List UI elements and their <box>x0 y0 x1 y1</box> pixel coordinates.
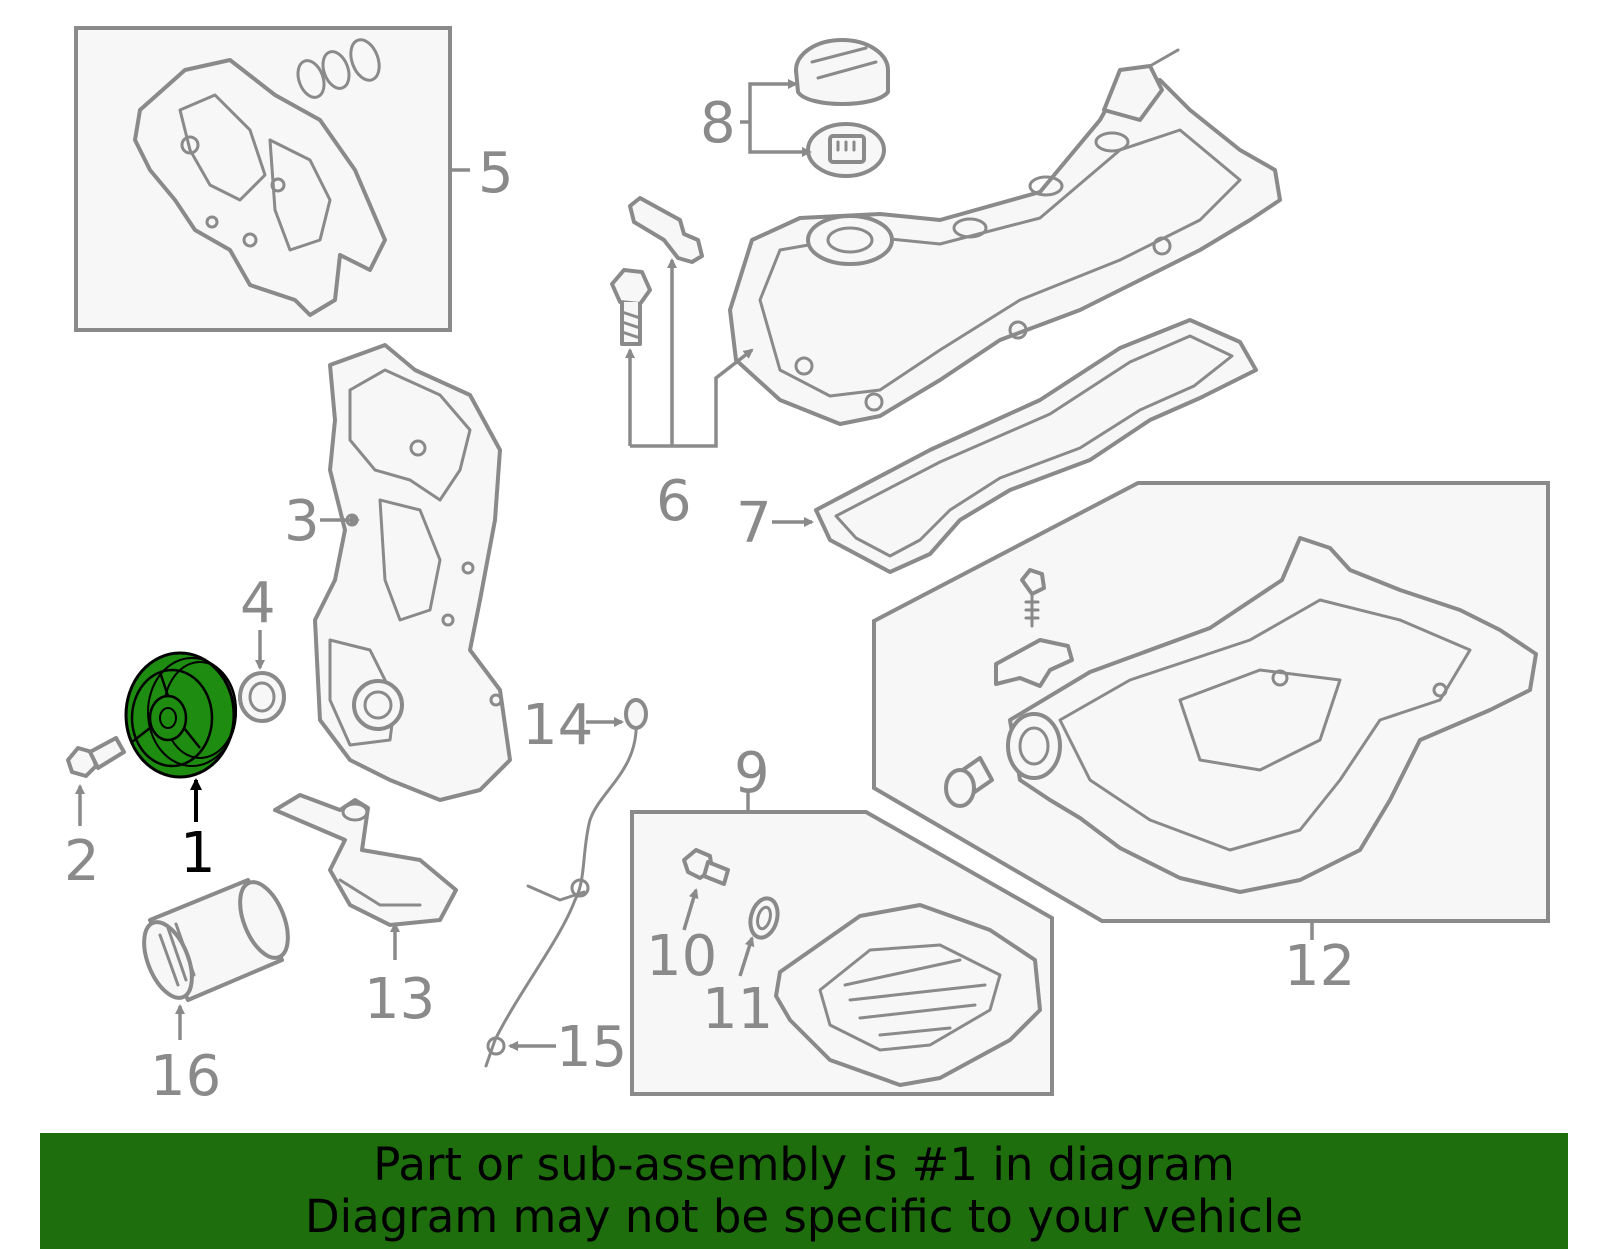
callout-16: 16 <box>150 1044 221 1109</box>
banner-line-2: Diagram may not be specific to your vehi… <box>305 1190 1303 1243</box>
callout-11: 11 <box>702 977 773 1042</box>
callout-7: 7 <box>736 491 772 556</box>
part-11-washer[interactable] <box>746 895 781 940</box>
callout-6: 6 <box>656 469 692 534</box>
part-6-valve-cover[interactable] <box>728 48 1282 426</box>
callout-1: 1 <box>180 821 216 886</box>
part-2-bolt[interactable] <box>66 736 126 778</box>
part-14-dipstick-cap[interactable] <box>624 698 648 730</box>
banner-line-1: Part or sub-assembly is #1 in diagram <box>373 1138 1235 1191</box>
part-8-filler-cap[interactable] <box>794 38 890 178</box>
part-6-bolt-a[interactable] <box>610 268 652 346</box>
part-15-dipstick-tube[interactable] <box>484 716 638 1068</box>
part-16-oil-filter[interactable] <box>134 875 297 1004</box>
part-13-oil-strainer[interactable] <box>273 793 458 927</box>
part-12-box[interactable] <box>872 481 1550 923</box>
part-5-box[interactable] <box>74 26 452 332</box>
part-6-bolt-b[interactable] <box>628 196 704 264</box>
callout-10: 10 <box>646 924 717 989</box>
part-1-crank-pulley[interactable] <box>124 651 237 779</box>
callout-9: 9 <box>734 741 770 806</box>
callout-12: 12 <box>1284 934 1355 999</box>
part-7-gasket[interactable] <box>814 318 1258 574</box>
callout-14: 14 <box>522 693 593 758</box>
info-banner: Part or sub-assembly is #1 in diagram Di… <box>40 1133 1568 1249</box>
callout-4: 4 <box>240 571 276 636</box>
part-10-drain-plug[interactable] <box>682 848 730 886</box>
callout-3: 3 <box>284 489 320 554</box>
callout-15: 15 <box>556 1015 627 1080</box>
callout-5: 5 <box>478 141 514 206</box>
part-4-seal[interactable] <box>238 671 286 723</box>
part-9-box[interactable] <box>630 810 1054 1096</box>
part-3-timing-cover[interactable] <box>313 343 512 802</box>
callout-2: 2 <box>64 829 100 894</box>
callout-8: 8 <box>700 91 736 156</box>
callout-13: 13 <box>364 967 435 1032</box>
